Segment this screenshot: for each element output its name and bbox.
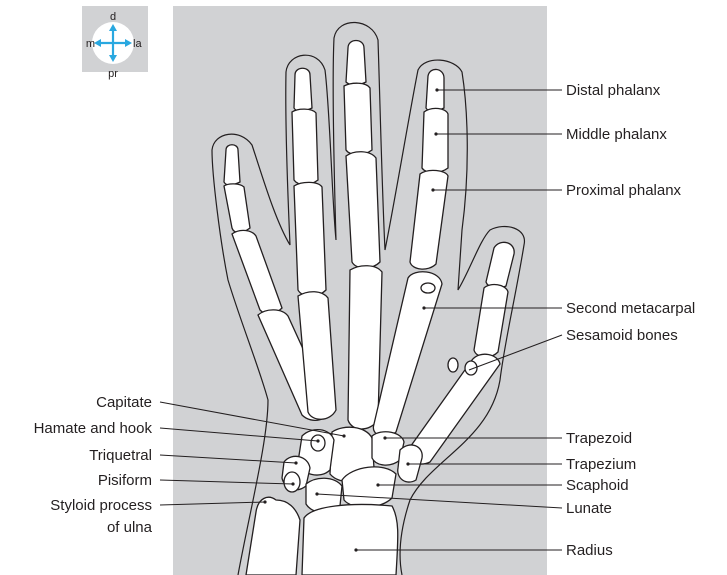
radius [302, 505, 398, 575]
compass-right-label: la [133, 38, 142, 50]
label-pisiform: Pisiform [98, 472, 152, 489]
pisiform [284, 472, 300, 492]
label-lunate: Lunate [566, 500, 612, 517]
label-triquetral: Triquetral [89, 447, 152, 464]
sesamoid-1 [448, 358, 458, 372]
label-of-ulna: of ulna [107, 519, 153, 536]
label-radius: Radius [566, 542, 613, 559]
hamate-hook [311, 435, 325, 451]
label-capitate: Capitate [96, 394, 152, 411]
label-trapezium: Trapezium [566, 456, 636, 473]
label-hamate-and-hook: Hamate and hook [34, 420, 153, 437]
label-distal-phalanx: Distal phalanx [566, 82, 661, 99]
label-proximal-phalanx: Proximal phalanx [566, 182, 682, 199]
scaphoid [342, 467, 396, 507]
forearm-bones [246, 497, 398, 575]
label-styloid-process: Styloid process [50, 497, 152, 514]
compass-bottom-label: pr [108, 68, 118, 80]
compass-top-label: d [110, 11, 116, 23]
label-trapezoid: Trapezoid [566, 430, 632, 447]
left-labels: Capitate Hamate and hook Triquetral Pisi… [34, 394, 153, 536]
compass-left-label: m [86, 38, 95, 50]
right-labels: Distal phalanx Middle phalanx Proximal p… [566, 82, 695, 559]
label-middle-phalanx: Middle phalanx [566, 126, 667, 143]
orientation-compass: d pr m la [82, 6, 148, 80]
label-sesamoid-bones: Sesamoid bones [566, 327, 678, 344]
label-second-metacarpal: Second metacarpal [566, 300, 695, 317]
label-scaphoid: Scaphoid [566, 477, 629, 494]
